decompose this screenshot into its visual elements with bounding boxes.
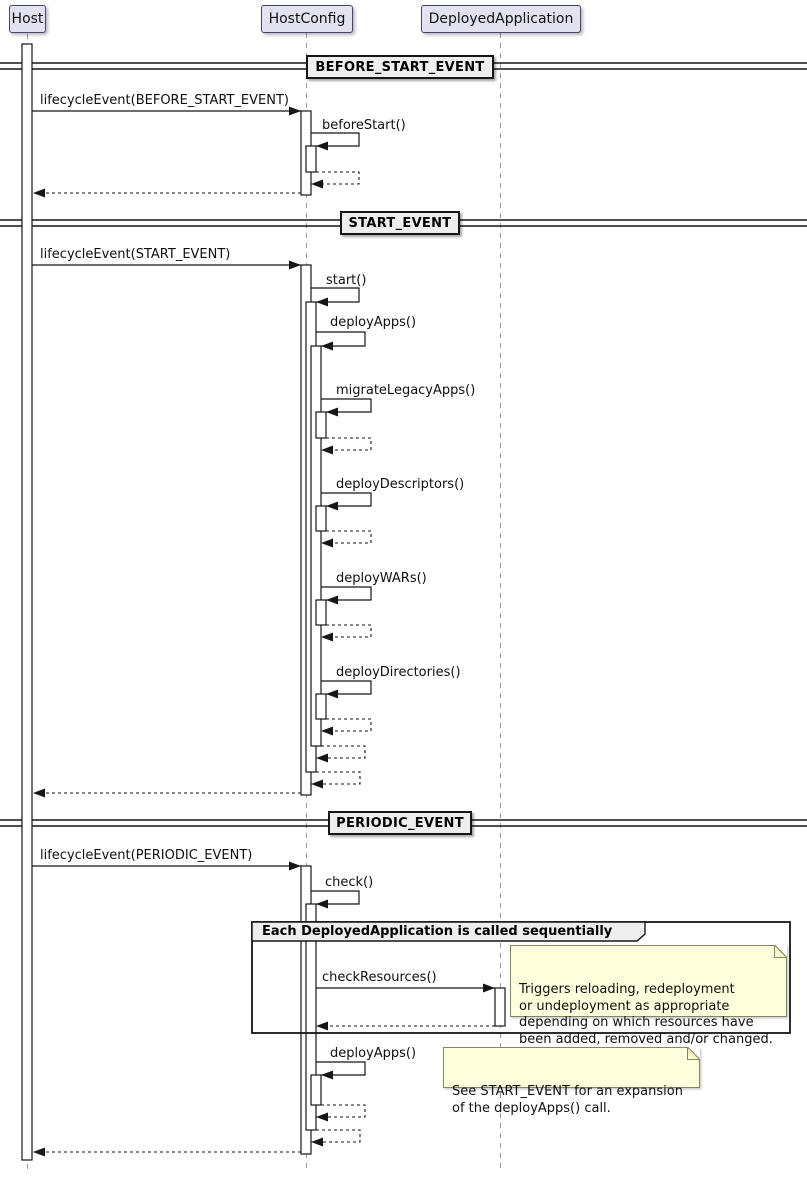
note-fold-icon [774, 945, 787, 958]
return-check [311, 1129, 361, 1143]
group-frame [251, 921, 791, 1034]
divider-start-event-label: START_EVENT [348, 215, 452, 231]
note-deployapps-text: See START_EVENT for an expansion of the … [452, 1084, 683, 1116]
participant-deployedapplication: DeployedApplication [421, 5, 581, 33]
participant-host: Host [9, 5, 46, 33]
return-deploydescriptors [321, 530, 372, 544]
message-label-deploydescriptors: deployDescriptors() [336, 477, 465, 492]
activation-deploydescriptors [315, 505, 327, 532]
activation-migratelegacyapps [315, 411, 327, 439]
return-migratelegacyapps [321, 437, 372, 451]
message-label-check: check() [325, 875, 374, 890]
message-label-lifecycle-before-start: lifecycleEvent(BEFORE_START_EVENT) [40, 93, 289, 108]
return-beforestart [311, 171, 360, 185]
activation-deploywars [315, 599, 327, 626]
note-checkresources: Triggers reloading, redeployment or unde… [510, 945, 787, 1047]
return-deployapps [316, 745, 366, 759]
return-start [311, 771, 361, 785]
note-checkresources-text: Triggers reloading, redeployment or unde… [519, 982, 773, 1047]
arrow-migratelegacyapps [321, 398, 372, 413]
participant-host-label: Host [11, 11, 44, 27]
divider-periodic-event: PERIODIC_EVENT [328, 811, 472, 835]
call-arrows [32, 110, 495, 1076]
arrow-beforestart [311, 132, 360, 147]
message-label-checkresources: checkResources() [322, 970, 437, 985]
message-label-deployapps: deployApps() [330, 315, 417, 330]
participant-hostconfig: HostConfig [261, 5, 353, 33]
message-label-beforestart: beforeStart() [322, 118, 406, 133]
arrow-deploydescriptors [321, 492, 372, 507]
message-label-deploywars: deployWARs() [336, 571, 427, 586]
message-label-lifecycle-start: lifecycleEvent(START_EVENT) [40, 247, 231, 262]
return-deploywars [321, 624, 372, 638]
divider-before-start-event-label: BEFORE_START_EVENT [315, 59, 485, 75]
activation-deployapps [310, 345, 322, 747]
arrow-deploywars [321, 586, 372, 601]
note-deployapps: See START_EVENT for an expansion of the … [443, 1047, 700, 1116]
activation-check [305, 903, 317, 1131]
group-title: Each DeployedApplication is called seque… [262, 924, 613, 939]
arrow-deployapps [316, 331, 366, 347]
arrow-deploydirectories [321, 680, 372, 695]
participant-hostconfig-label: HostConfig [268, 11, 346, 27]
lifelines [27, 33, 501, 1172]
activation-deployapps-2 [310, 1074, 322, 1106]
participant-deployedapplication-label: DeployedApplication [428, 11, 574, 27]
divider-periodic-event-label: PERIODIC_EVENT [336, 815, 464, 831]
return-deployapps-2 [316, 1104, 366, 1118]
arrow-start [311, 287, 360, 303]
activation-bars [21, 43, 506, 1161]
arrow-deployapps-2 [316, 1061, 366, 1076]
message-label-deploydirectories: deployDirectories() [336, 665, 461, 680]
message-label-start: start() [326, 273, 367, 288]
divider-lines [0, 62, 807, 827]
divider-before-start-event: BEFORE_START_EVENT [306, 55, 494, 79]
activation-deployedapplication [494, 987, 506, 1027]
activation-host [21, 43, 33, 1161]
divider-start-event: START_EVENT [340, 211, 460, 235]
return-arrows [33, 171, 495, 1153]
note-fold-icon [687, 1047, 700, 1060]
arrow-check [311, 890, 360, 905]
message-label-migratelegacyapps: migrateLegacyApps() [336, 383, 476, 398]
arrowheads [33, 106, 495, 1157]
message-label-lifecycle-periodic: lifecycleEvent(PERIODIC_EVENT) [40, 848, 253, 863]
activation-deploydirectories [315, 693, 327, 720]
message-label-deployapps-2: deployApps() [330, 1046, 417, 1061]
activation-beforestart [305, 145, 317, 173]
return-deploydirectories [321, 718, 372, 732]
